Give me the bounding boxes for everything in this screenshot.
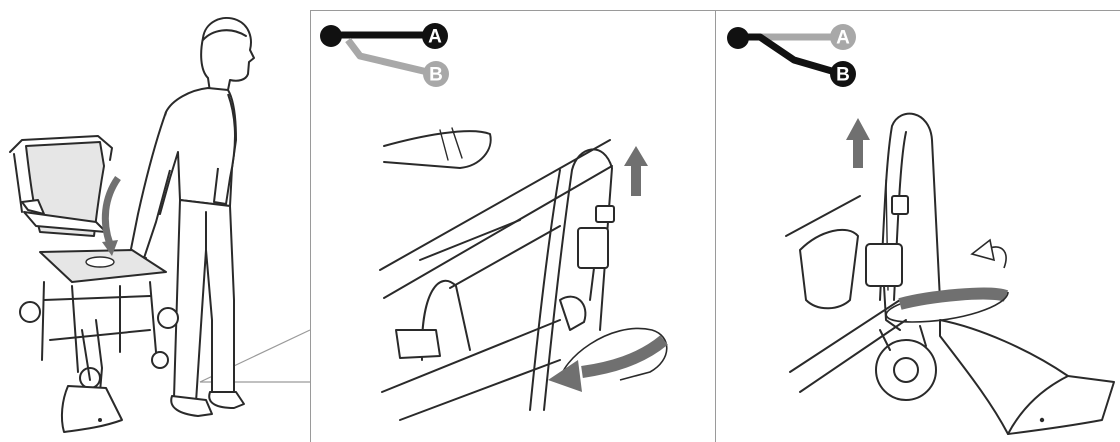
marker-a-inactive: [830, 24, 856, 50]
footrest-frame-detail-b: [785, 112, 1115, 435]
marker-a-active-label: A: [428, 27, 442, 48]
rotate-arrow-head: [548, 360, 582, 392]
detail-panel-step-b: [715, 10, 1120, 442]
marker-a-inactive-label: A: [836, 28, 850, 49]
caregiver-figure: [119, 17, 255, 417]
footrest-frame-detail-a: [379, 127, 668, 421]
rotate-arrow-head-b: [970, 238, 996, 262]
marker-a-active: [422, 23, 448, 49]
marker-b-inactive-label: B: [429, 65, 443, 86]
shower-chair-overview: [9, 135, 179, 433]
marker-b-active-label: B: [836, 65, 850, 86]
step-marker-panel-b: A B: [727, 24, 856, 87]
step-marker-panel-a: A B: [320, 23, 449, 87]
lift-up-arrow-b: [846, 118, 870, 168]
lift-up-arrow: [624, 146, 648, 196]
marker-b-active: [830, 61, 856, 87]
marker-b-inactive: [423, 61, 449, 87]
